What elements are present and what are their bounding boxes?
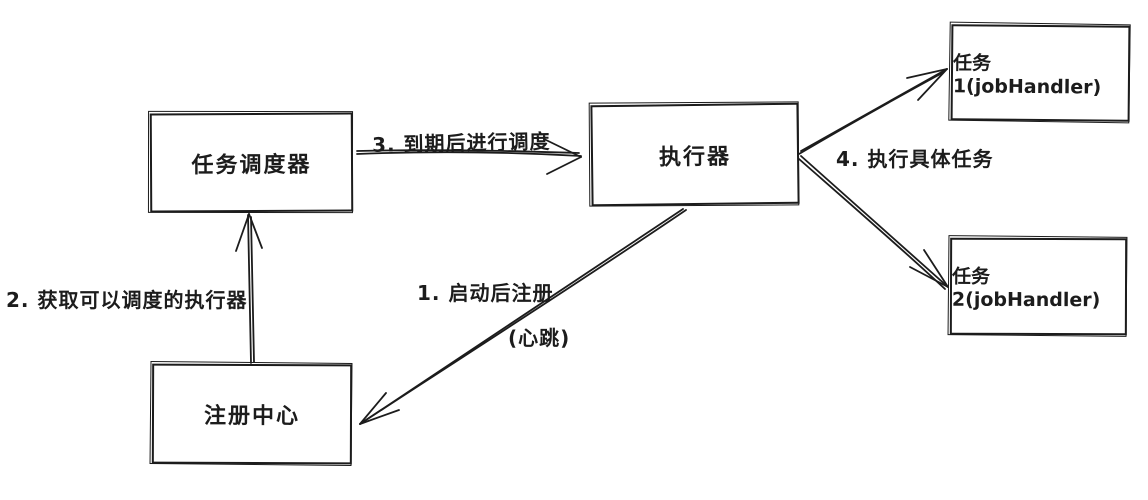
arrow-fetch bbox=[235, 213, 263, 364]
edge-label-heartbeat: (心跳) bbox=[508, 326, 571, 350]
node-task1-jobhandler: 任务1(jobHandler) bbox=[950, 24, 1131, 122]
arrow-execute-task2 bbox=[798, 155, 949, 290]
edge-label-register: 1. 启动后注册 bbox=[417, 281, 554, 305]
node-task2-jobhandler: 任务2(jobHandler) bbox=[949, 237, 1128, 336]
node-task1-label: 任务1(jobHandler) bbox=[952, 51, 1102, 99]
node-executor: 执行器 bbox=[590, 102, 800, 207]
edge-label-schedule: 3. 到期后进行调度 bbox=[371, 129, 551, 157]
node-task2-label: 任务2(jobHandler) bbox=[951, 265, 1101, 312]
node-registry-center-label: 注册中心 bbox=[203, 403, 301, 430]
arrow-execute-task1 bbox=[798, 68, 948, 155]
node-registry-center: 注册中心 bbox=[151, 363, 353, 465]
edge-label-execute: 4. 执行具体任务 bbox=[836, 147, 994, 171]
node-executor-label: 执行器 bbox=[658, 144, 732, 170]
edge-label-fetch: 2. 获取可以调度的执行器 bbox=[6, 288, 248, 312]
node-task-scheduler-label: 任务调度器 bbox=[191, 152, 312, 178]
arrow-register bbox=[359, 208, 687, 425]
node-task-scheduler: 任务调度器 bbox=[149, 112, 354, 213]
arrow-schedule bbox=[356, 138, 582, 175]
